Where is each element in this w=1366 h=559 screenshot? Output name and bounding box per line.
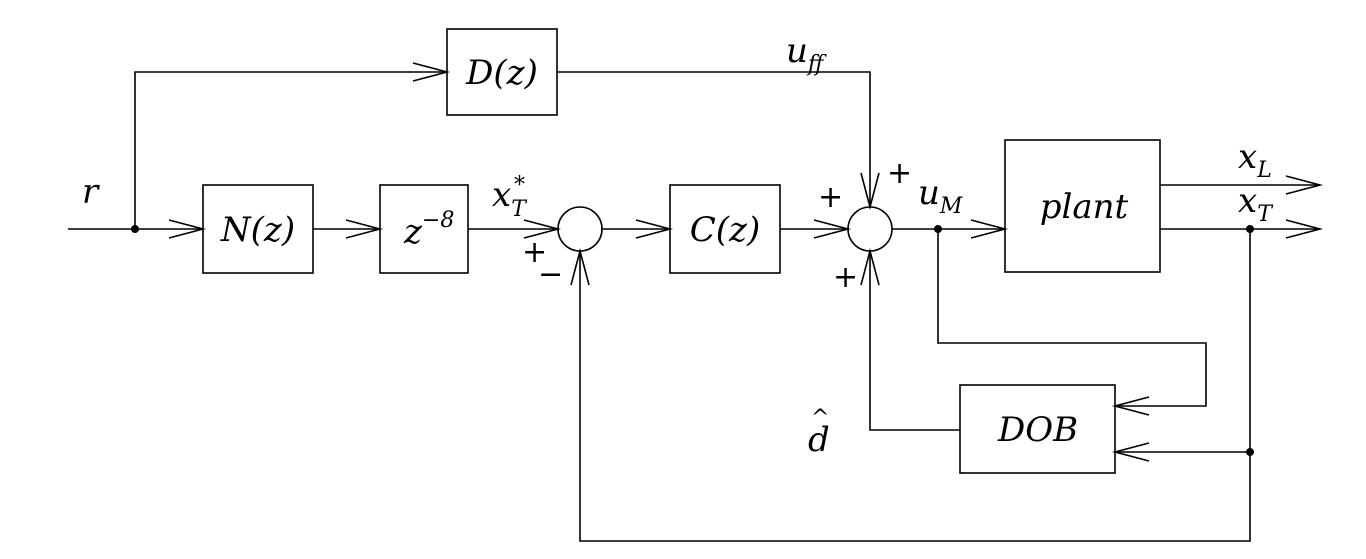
n-block-label: N(z) [220,210,295,250]
sum1-plus-sign: + [522,235,547,270]
arrow-into-plant-icon [970,219,1009,239]
dob-block [959,384,1116,474]
xl-base: x [1238,137,1257,177]
xt-label: xT [1238,181,1274,227]
xt-subscript: T [1257,202,1274,227]
arrow-xl-output-icon [1285,175,1324,195]
arrow-into-d-icon [412,62,451,82]
arrow-xt-into-dob-icon [1111,442,1150,462]
arrow-uff-into-sum2-icon [860,172,880,211]
arrow-into-sum1-icon [523,219,562,239]
um-to-dob-line [937,229,1207,407]
uff-base: u [786,31,808,71]
dhat-line [869,251,960,431]
xt-star-label: xT [492,175,528,222]
xt-feedback-line [579,251,1251,542]
arrow-into-sum2-icon [813,219,852,239]
xt-star-base: x [492,175,511,215]
xt-star-superscript: * [514,173,525,198]
branch-dot-r [131,225,139,233]
feedforward-branch-line [134,71,447,229]
uff-subscript: ff [806,52,827,77]
dhat-accent: ^ [811,406,829,431]
branch-dot-um [934,225,942,233]
arrow-dhat-into-sum2-icon [860,247,880,286]
arrow-into-c-icon [635,219,674,239]
r-label: r [82,172,100,212]
d-block-label: D(z) [465,53,538,93]
xt-star-subscript: T [511,197,528,222]
um-base: u [918,173,940,213]
uff-label: uff [786,31,827,77]
arrow-into-n-icon [168,219,207,239]
uff-line [557,71,871,207]
delay-base: z [403,212,423,252]
c-block-label: C(z) [690,210,760,250]
sum1-minus-sign: − [538,257,563,292]
sum-junction-2 [847,206,893,252]
arrow-xt-output-icon [1285,219,1324,239]
sum2-left-plus-sign: + [818,180,843,215]
xl-subscript: L [1256,158,1272,183]
plant-block-label: plant [1040,187,1129,227]
xl-label: xL [1238,137,1272,183]
dob-block-label: DOB [997,410,1078,450]
branch-dot-xt-lower [1246,448,1254,456]
um-subscript: M [939,194,963,219]
d-block [446,28,558,116]
dhat-label: d [808,420,830,460]
arrow-feedback-into-sum1-icon [570,247,590,286]
delay-block-label: z−8 [403,208,454,252]
sum2-bottom-plus-sign: + [833,260,858,295]
branch-dot-xt [1246,225,1254,233]
arrow-um-into-dob-icon [1111,396,1150,416]
xt-base: x [1238,181,1257,221]
delay-block [379,184,469,274]
sum-junction-1 [557,206,603,252]
sum2-top-plus-sign: + [887,156,912,191]
arrow-into-delay-icon [345,219,384,239]
delay-exponent: −8 [422,208,454,233]
plant-block [1004,139,1161,273]
um-label: uM [918,173,963,219]
n-block [202,184,314,274]
